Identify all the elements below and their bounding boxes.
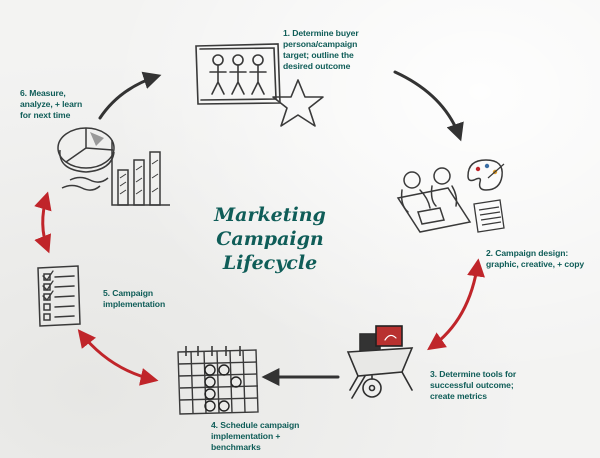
calendar-icon bbox=[177, 346, 259, 415]
bar-chart-icon bbox=[111, 140, 170, 206]
checklist-icon bbox=[37, 265, 81, 327]
step-6-label: 6. Measure, analyze, + learn for next ti… bbox=[20, 88, 83, 120]
step-4-label: 4. Schedule campaign implementation + be… bbox=[211, 420, 300, 452]
title-line-2: Lifecycle bbox=[222, 252, 318, 274]
step-2-label: 2. Campaign design: graphic, creative, +… bbox=[486, 248, 585, 269]
step-3-label: 3. Determine tools for successful outcom… bbox=[430, 369, 517, 401]
arrow-5-to-6 bbox=[34, 191, 52, 254]
notepad-icon bbox=[473, 199, 505, 233]
arrow-2-to-3 bbox=[427, 258, 485, 351]
star-icon bbox=[272, 79, 324, 127]
step-1-label: 1. Determine buyer persona/campaign targ… bbox=[283, 28, 359, 71]
persona-board-icon bbox=[195, 43, 281, 105]
palette-icon bbox=[467, 159, 505, 191]
wheelbarrow-tools-icon bbox=[346, 325, 414, 399]
arrow-4-to-5 bbox=[77, 329, 159, 386]
diagram-title: Marketing Campaign Lifecycle bbox=[170, 203, 370, 275]
pie-chart-icon bbox=[57, 127, 115, 191]
arrow-6-to-1 bbox=[98, 71, 162, 120]
design-team-icon bbox=[396, 167, 472, 233]
title-line-1: Marketing Campaign bbox=[214, 204, 326, 250]
step-5-label: 5. Campaign implementation bbox=[103, 288, 166, 309]
arrow-1-to-2 bbox=[393, 70, 464, 142]
